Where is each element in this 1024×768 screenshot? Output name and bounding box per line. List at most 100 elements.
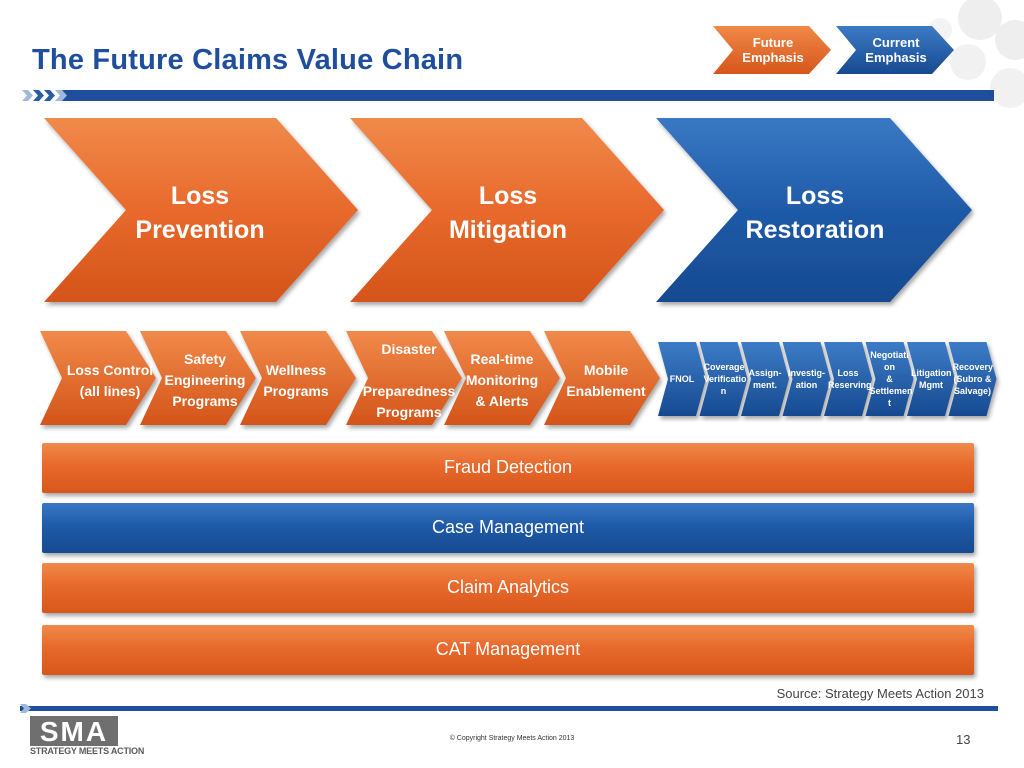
stage-label-mitigation: Loss Mitigation [418,179,598,247]
restoration-step-label: Negotiati on & Settlemen t [869,349,913,409]
restoration-step-line: Recovery [952,362,994,372]
footer-chevron-icon [20,704,31,713]
activity-chevrons [40,331,660,425]
restoration-step-line: & [886,374,893,384]
restoration-step-chevron [824,342,872,416]
stage-chevron-prevention [44,118,358,302]
restoration-step-chevron [782,342,831,416]
restoration-step-chevrons [658,342,997,416]
activity-wellness-label: Wellness Programs [246,360,346,402]
activity-mobile-line2: Enablement [566,383,646,399]
restoration-step-line: ment. [752,380,777,390]
activity-wellness-line1: Wellness [265,362,327,378]
activity-disaster-label: Disaster Preparedness Programs [356,339,462,423]
activity-disaster-blank-line [356,360,462,381]
copyright-text: © Copyright Strategy Meets Action 2013 [449,735,575,742]
activity-chevron-mobile [544,331,660,425]
header-chevron-icon [22,90,67,101]
restoration-step-line: Investig- [787,368,825,378]
activity-chevron-loss-control [40,331,156,425]
stage-label-prevention: Loss Prevention [110,179,290,247]
fraud-detection-label: Fraud Detection [443,457,573,477]
restoration-step-line: on [884,362,895,372]
stage-prevention-line1: Loss [170,182,230,210]
restoration-step-line: Reserving [828,380,872,390]
stage-prevention-line2: Prevention [135,216,265,244]
claim-analytics-label: Claim Analytics [446,577,570,597]
activity-realtime-label: Real-time Monitoring & Alerts [452,349,552,412]
restoration-step-label: Investig-ation [787,367,827,391]
restoration-step-chevron [699,342,748,416]
restoration-step-label: FNOL [662,373,702,385]
cat-management-label: CAT Management [435,639,581,659]
activity-loss-control-label: Loss Control (all lines) [60,360,160,402]
logo-subtitle: STRATEGY MEETS ACTION [30,746,145,756]
stage-chevron-restoration [656,118,972,302]
activity-chevron-safety [140,331,256,425]
restoration-step-line: Litigation [911,368,952,378]
stage-chevron-mitigation [350,118,664,302]
activity-disaster-line1: Disaster [381,341,437,357]
stage-restoration-line2: Restoration [745,216,885,244]
restoration-step-line: Coverage [703,362,745,372]
activity-chevron-wellness [240,331,356,425]
activity-realtime-line1: Real-time [470,351,534,367]
case-management-bar: Case Management [42,503,974,553]
activity-realtime-line2: Monitoring [465,372,539,388]
activity-disaster-line3: Preparedness [362,383,456,399]
activity-mobile-label: Mobile Enablement [556,360,656,402]
activity-wellness-line2: Programs [263,383,329,399]
restoration-step-line: t [888,398,891,408]
logo-text: SMA [40,716,108,747]
fraud-detection-bar: Fraud Detection [42,443,974,493]
activity-safety-line1: Safety [183,351,227,367]
restoration-step-line: Assign- [748,368,782,378]
restoration-step-line: Loss [837,368,859,378]
page-number: 13 [956,732,971,747]
restoration-step-label: Recovery (Subro & Salvage) [952,361,994,397]
restoration-step-line: n [720,386,727,396]
legend-current-label: Current Emphasis [853,35,939,65]
activity-realtime-line3: & Alerts [475,393,529,409]
restoration-step-line: Negotiati [870,350,909,360]
case-management-label: Case Management [431,517,585,537]
restoration-step-chevron [658,342,706,416]
stage-mitigation-line2: Mitigation [448,216,568,244]
legend-current-line1: Current [872,35,920,50]
activity-loss-control-line1: Loss Control [66,362,154,378]
activity-mobile-line1: Mobile [583,362,629,378]
page-title: The Future Claims Value Chain [32,44,464,76]
activity-safety-line2: Engineering [164,372,246,388]
restoration-step-line: FNOL [669,374,695,384]
restoration-step-line: Settlemen [869,386,913,396]
source-note: Source: Strategy Meets Action 2013 [776,686,984,701]
activity-safety-line3: Programs [172,393,238,409]
legend-future-chevron [713,26,831,74]
legend-future-line1: Future [752,35,794,50]
activity-loss-control-line2: (all lines) [79,383,141,399]
stage-chevrons [44,118,972,302]
restoration-step-line: Verificatio [703,374,747,384]
claim-analytics-bar: Claim Analytics [42,563,974,613]
activity-chevron-realtime [444,331,560,425]
restoration-step-line: Salvage) [953,386,992,396]
restoration-step-chevron [948,342,997,416]
restoration-step-chevron [741,342,789,416]
legend-future-label: Future Emphasis [730,35,816,65]
legend-current-line2: Emphasis [865,50,927,65]
legend-current-chevron [836,26,954,74]
cat-management-bar: CAT Management [42,625,974,675]
activity-chevron-disaster [346,331,462,425]
stage-mitigation-line1: Loss [478,182,538,210]
activity-disaster-line4: Programs [376,404,442,420]
restoration-step-line: (Subro & [953,374,992,384]
restoration-step-line: ation [795,380,818,390]
footer-divider [20,706,998,711]
restoration-step-line: Mgmt [919,380,943,390]
stage-restoration-line1: Loss [785,182,845,210]
restoration-step-chevron [907,342,955,416]
